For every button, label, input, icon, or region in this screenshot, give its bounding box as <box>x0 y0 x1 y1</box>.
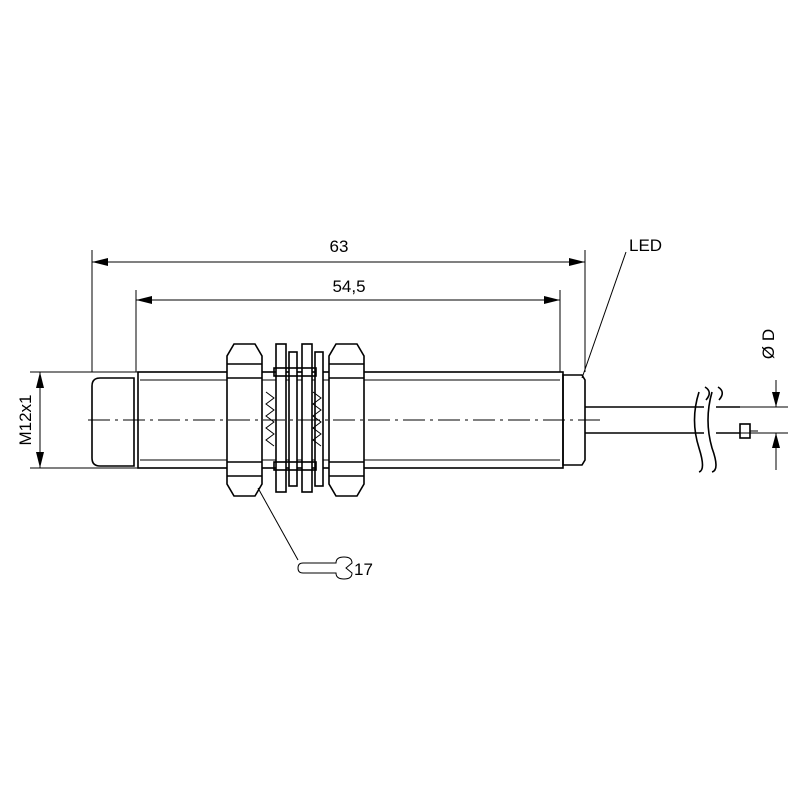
thread-length-label: 54,5 <box>332 277 365 296</box>
dimension-cable-diameter: Ø D <box>740 329 788 470</box>
overall-length-label: 63 <box>330 237 349 256</box>
lock-washers <box>265 343 324 493</box>
wrench-size-label: 17 <box>354 560 373 579</box>
cable <box>585 386 758 473</box>
cable-diameter-label: Ø D <box>759 329 778 359</box>
wrench-icon <box>297 556 353 580</box>
dimension-overall-length: 63 <box>91 237 586 372</box>
led-callout: LED <box>581 236 662 379</box>
thread-diameter-label: M12x1 <box>16 394 35 445</box>
led-label: LED <box>629 236 662 255</box>
dimension-thread-length: 54,5 <box>135 277 561 372</box>
wrench-callout: 17 <box>257 487 373 580</box>
dimension-thread-diameter: M12x1 <box>16 371 140 469</box>
